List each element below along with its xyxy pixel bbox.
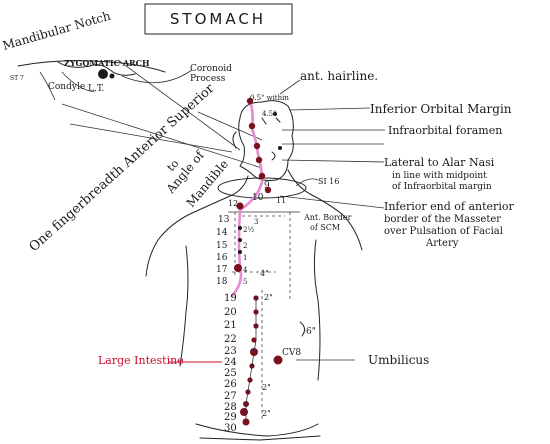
point-number-30: 30	[224, 423, 237, 434]
body-outline	[145, 169, 363, 441]
hairline-mid-label: 4.5"	[262, 110, 276, 118]
left-labels: One fingerbreadth Anterior Superior to A…	[27, 81, 231, 255]
meridian-point	[273, 112, 277, 116]
two-inch-label-lower: 2"	[262, 409, 271, 418]
point-number-17: 17	[216, 265, 228, 275]
masseter-label-4: Artery	[425, 238, 459, 249]
alar-label-2: in line with midpoint	[392, 171, 487, 181]
large-intestine-label: Large Intestine	[98, 354, 184, 367]
point-number-22: 22	[224, 334, 237, 345]
si16-label: SI 16	[318, 177, 339, 186]
meridian-point	[238, 226, 242, 230]
cv8-label: CV8	[282, 348, 301, 358]
meridian-points	[234, 97, 283, 426]
meridian-point	[246, 97, 254, 105]
six-inch-label: 6"	[306, 327, 316, 337]
meridian-point	[253, 142, 261, 150]
meridian-point	[264, 186, 272, 194]
coronoid-label-1: Coronoid	[190, 64, 232, 74]
meridian-point	[240, 408, 248, 416]
coronoid-label-2: Process	[190, 74, 226, 84]
point-number-16: 16	[216, 253, 228, 263]
meridian-point	[234, 264, 242, 272]
point-number-14: 14	[216, 228, 228, 238]
sub-measure-a: 2½	[243, 226, 254, 234]
point-number-28: 28	[224, 402, 237, 413]
meridian-point	[251, 337, 257, 343]
title-box	[144, 3, 293, 35]
point-number-29: 29	[224, 412, 237, 423]
ant-border-label-2: of SCM	[310, 223, 340, 232]
point-number-10: 10	[252, 193, 264, 203]
point-number-13: 13	[218, 215, 230, 225]
si16-arrow	[295, 178, 319, 187]
abdomen-labels: Large Intestine CV8 Umbilicus	[98, 348, 429, 367]
point-number-20: 20	[224, 307, 237, 318]
st7-point	[98, 69, 108, 79]
point-number-15: 15	[216, 241, 228, 251]
page-title: STOMACH	[170, 10, 266, 28]
zygomatic-arch-label: ZYGOMATIC ARCH	[64, 58, 150, 68]
meridian-point	[238, 238, 242, 242]
point-number-18: 18	[216, 277, 228, 287]
point-number-26: 26	[224, 379, 237, 390]
head-outline	[232, 100, 294, 181]
mandibular-notch-label: Mandibular Notch	[1, 9, 112, 53]
alar-label-3: of Infraorbital margin	[392, 182, 492, 192]
point-number-23: 23	[224, 346, 237, 357]
infraorbital-foramen-label: Infraorbital foramen	[388, 124, 502, 137]
point-number-24: 24	[224, 357, 237, 368]
point-number-19: 19	[224, 293, 237, 304]
masseter-label-1: Inferior end of anterior	[384, 200, 514, 213]
inferior-orbital-margin-label: Inferior Orbital Margin	[370, 102, 512, 116]
point-number-11: 11	[276, 196, 286, 205]
masseter-label-2: border of the Masseter	[384, 214, 501, 225]
masseter-label-3: over Pulsation of Facial	[384, 226, 503, 237]
ant-hairline-label: ant. hairline.	[300, 69, 378, 83]
sub-measure-d: 4	[243, 266, 248, 274]
four-inch-label: 4"	[260, 269, 269, 278]
meridian-point	[255, 156, 263, 164]
point-number-25: 25	[224, 368, 237, 379]
lower-meridian-line	[245, 296, 257, 422]
point-number-27: 27	[224, 391, 237, 402]
right-labels: ant. hairline. 0.5" within 4.5" Inferior…	[250, 69, 514, 249]
ant-border-label-1: Ant. Border	[303, 213, 352, 222]
meridian-point	[258, 172, 266, 180]
within-label: 0.5" within	[250, 94, 289, 102]
st7-label: ST 7	[10, 75, 24, 82]
condyle-point	[109, 73, 115, 79]
sub-measure-e: 5	[243, 278, 247, 286]
point-number-21: 21	[224, 320, 237, 331]
point-number-9: 9	[264, 181, 270, 191]
meridian-point	[238, 250, 242, 254]
condyle-label: Condyle	[48, 82, 85, 92]
sub-measure-f: 3	[254, 218, 258, 226]
point-number-12: 12	[228, 199, 238, 208]
lower-point-numbers: 19 20 21 22 23 24 25 26 27 28 29 30	[224, 293, 237, 434]
meridian-point	[236, 202, 244, 210]
alar-label-1: Lateral to Alar Nasi	[384, 156, 495, 169]
leader-lines	[61, 59, 385, 209]
cv8-point	[273, 355, 283, 365]
sub-measure-c: 1	[243, 254, 247, 262]
upper-point-numbers: 9 10 11 12 13 14 15 16 17 18 2½ 2 1 4 5 …	[216, 181, 286, 287]
sub-measure-b: 2	[243, 242, 247, 250]
condyle-abbr-label: L.T.	[88, 84, 105, 94]
two-inch-label-upper: 2"	[264, 293, 273, 302]
umbilicus-label: Umbilicus	[368, 353, 429, 367]
meridian-point	[278, 146, 282, 150]
two-inch-label-mid: 2"	[262, 383, 271, 392]
meridian-point	[248, 122, 256, 130]
